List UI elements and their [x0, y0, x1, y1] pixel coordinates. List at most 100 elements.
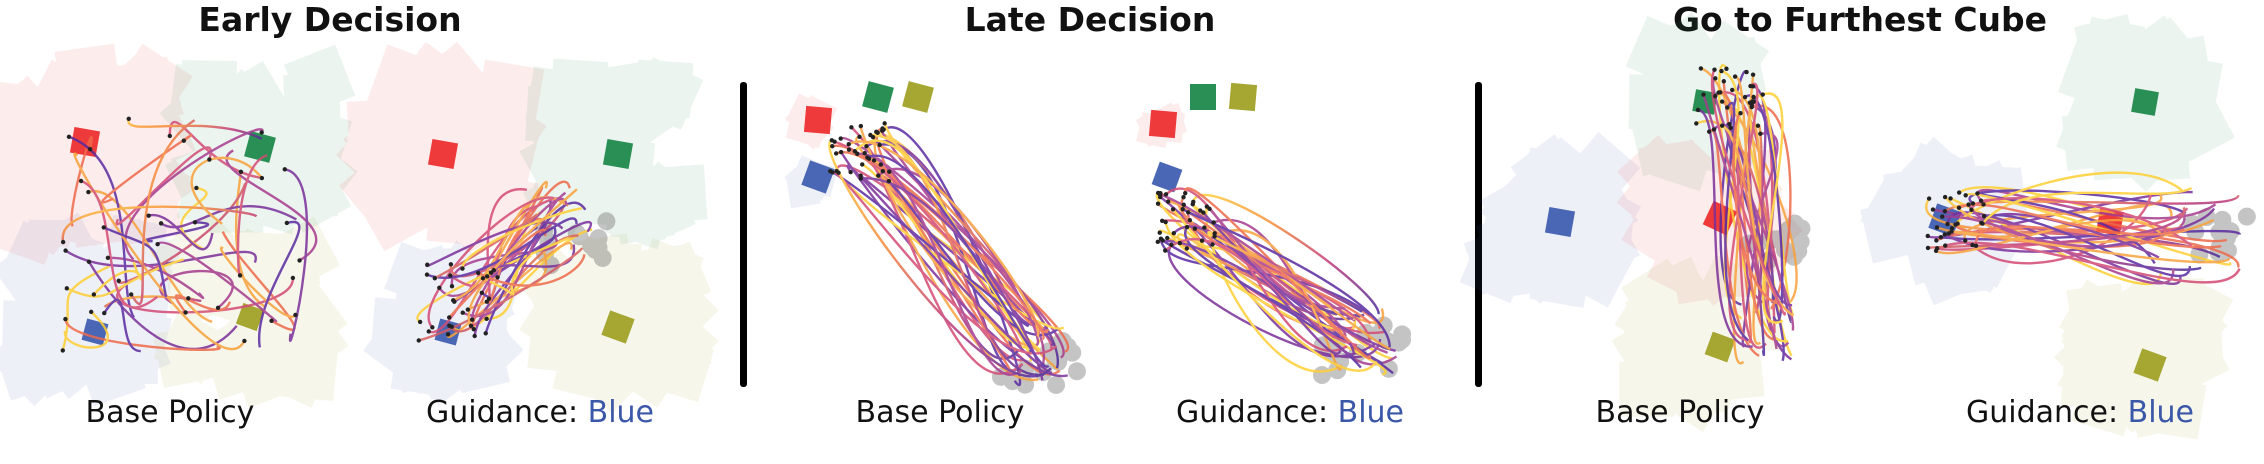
- cloud-square: [1627, 148, 1703, 225]
- cloud-square: [549, 58, 609, 118]
- start-point: [448, 273, 453, 278]
- cloud-square: [620, 295, 677, 352]
- start-point: [871, 158, 877, 163]
- cloud-square: [2149, 35, 2213, 99]
- cloud-square: [1647, 121, 1718, 192]
- trajectory: [883, 122, 1059, 369]
- start-point: [1712, 93, 1718, 99]
- start-point: [432, 276, 438, 281]
- cube: [801, 160, 835, 194]
- trajectory: [477, 253, 586, 287]
- start-point: [1970, 242, 1975, 248]
- start-point: [1725, 105, 1730, 110]
- trajectory: [1968, 189, 2187, 215]
- endpoint: [1067, 362, 1086, 381]
- cloud-square: [527, 288, 605, 366]
- trajectory: [829, 170, 1029, 327]
- cloud-square: [2121, 303, 2187, 368]
- start-point: [1712, 67, 1717, 72]
- start-point: [836, 170, 841, 175]
- start-point: [1966, 202, 1971, 207]
- cube: [803, 105, 833, 135]
- cloud-square: [1562, 132, 1641, 210]
- cloud-square: [2061, 288, 2136, 363]
- cloud-square: [261, 334, 335, 408]
- cube: [1228, 82, 1258, 112]
- start-point: [282, 167, 287, 172]
- caption-guidance-prefix: Guidance:: [1175, 395, 1338, 430]
- start-point: [1938, 235, 1944, 240]
- start-point: [1742, 94, 1748, 100]
- cloud-square: [1563, 172, 1639, 247]
- cloud-square: [1480, 173, 1555, 249]
- start-point: [290, 275, 296, 281]
- trajectory: [857, 152, 1023, 376]
- start-point: [167, 133, 172, 139]
- start-point: [1943, 243, 1948, 248]
- start-point: [1698, 66, 1704, 71]
- cube: [862, 81, 894, 113]
- cloud-square: [1483, 229, 1545, 291]
- trajectory-group: [828, 122, 1070, 386]
- cloud-square: [2143, 282, 2208, 347]
- start-point: [1201, 210, 1206, 215]
- start-point: [484, 316, 489, 322]
- cloud-square: [1631, 181, 1709, 259]
- cloud-square: [1631, 110, 1697, 177]
- start-point: [1926, 196, 1932, 201]
- cloud-square: [346, 98, 411, 162]
- start-point: [448, 262, 454, 267]
- cloud-square: [0, 328, 74, 407]
- title-late-decision: Late Decision: [964, 0, 1216, 39]
- start-point: [882, 121, 887, 126]
- cloud-square: [639, 312, 712, 386]
- cube: [427, 138, 459, 170]
- cloud-square: [0, 235, 70, 313]
- start-point: [488, 270, 494, 275]
- start-point: [1970, 201, 1976, 206]
- start-point: [1981, 213, 1987, 219]
- cloud-square: [229, 337, 301, 408]
- start-point: [238, 169, 244, 174]
- cloud-square: [1873, 191, 1933, 252]
- cloud-square: [0, 75, 67, 161]
- trajectory: [461, 206, 583, 269]
- cloud-square: [539, 293, 614, 368]
- start-point: [1744, 69, 1749, 75]
- cloud-square: [1502, 226, 1580, 305]
- cloud-square: [443, 92, 524, 174]
- start-point: [1750, 99, 1755, 104]
- cloud-square: [371, 297, 425, 352]
- caption-furthest-base: Base Policy: [1595, 395, 1765, 430]
- cloud-square: [363, 310, 433, 381]
- cloud-square: [268, 324, 338, 393]
- cloud-square: [1524, 212, 1601, 290]
- cloud-square: [283, 72, 341, 131]
- cloud-square: [272, 111, 349, 188]
- cloud-square: [208, 69, 286, 146]
- trajectory: [1181, 207, 1391, 348]
- start-point: [472, 333, 477, 339]
- panel-late-guided: [1135, 82, 1412, 385]
- start-point: [194, 185, 199, 191]
- cloud-square: [585, 323, 650, 387]
- panel-early-base: [0, 43, 358, 408]
- start-point: [1212, 234, 1217, 239]
- cloud-square: [265, 216, 340, 292]
- start-point: [1980, 221, 1985, 226]
- endpoint: [597, 212, 616, 231]
- title-early-decision: Early Decision: [198, 0, 462, 39]
- start-point: [1212, 231, 1217, 236]
- cloud-square: [409, 335, 479, 406]
- cloud-square: [1616, 160, 1694, 238]
- cloud-square: [258, 229, 321, 292]
- start-point: [146, 213, 151, 218]
- trajectory: [1935, 218, 2163, 255]
- cloud-square: [0, 220, 74, 294]
- cloud-square: [1646, 227, 1721, 302]
- cloud-square: [519, 283, 595, 360]
- cloud-square: [611, 331, 688, 408]
- cloud-square: [1860, 172, 1936, 248]
- cloud-square: [2061, 315, 2135, 390]
- trajectory: [1724, 102, 1749, 342]
